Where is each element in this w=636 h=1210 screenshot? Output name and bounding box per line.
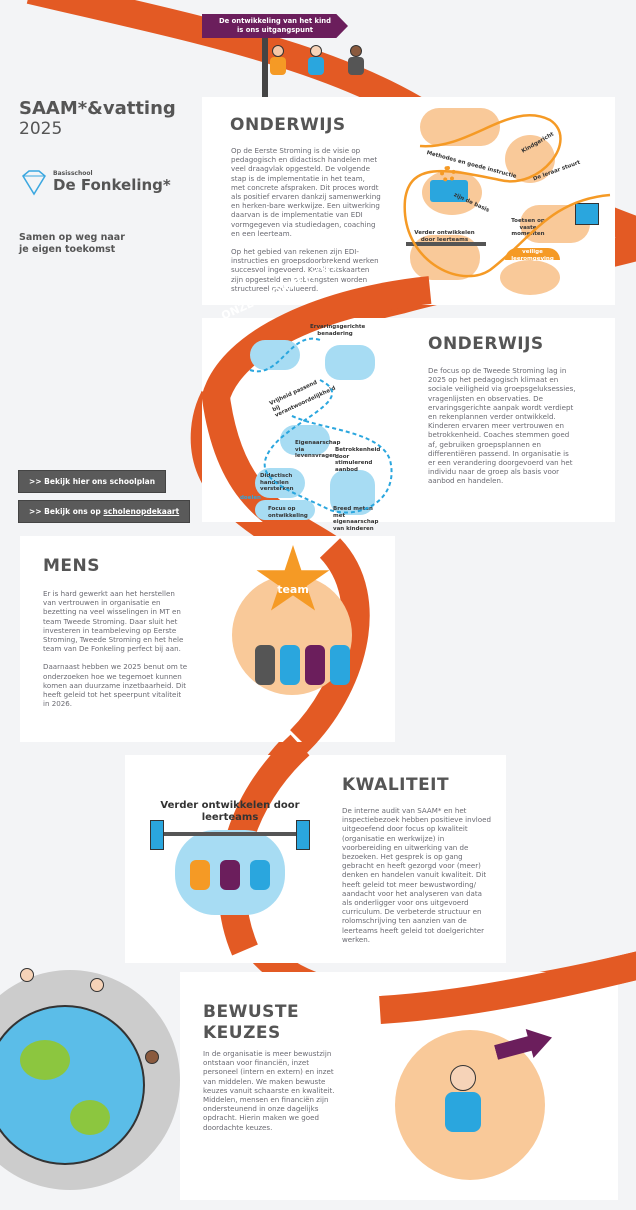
team-illustration: team <box>230 545 380 725</box>
section-title-line-2: KEUZES <box>203 1023 281 1043</box>
section-paragraph: De interne audit van SAAM* en het inspec… <box>342 806 491 944</box>
globe-illustration <box>0 968 180 1210</box>
label-focus: Focus op ontwikkeling <box>268 506 308 519</box>
section-paragraph: Er is hard gewerkt aan het herstellen va… <box>43 589 184 654</box>
calendar-icon <box>575 203 599 225</box>
keuzes-illustration <box>395 1020 565 1190</box>
section-title: ONDERWIJS <box>230 115 346 135</box>
sign-line-2: is ons uitgangspunt <box>236 26 314 34</box>
gear-icon <box>440 166 456 182</box>
logo-small-text: Basisschool <box>53 170 93 177</box>
section-paragraph: In de organisatie is meer bewustzijn ont… <box>203 1049 335 1132</box>
label-veilige: veilige leeromgeving <box>511 249 554 262</box>
sign-line-1: De ontwikkeling van het kind <box>218 17 332 25</box>
section-title: KWALITEIT <box>342 775 450 795</box>
label-doelen: doelen <box>240 495 261 501</box>
illustration-onderwijs-2: Ervaringsgerichte benadering Vrijheid pa… <box>230 320 400 532</box>
leerteams-illustration: Verder ontwikkelen door leerteams <box>150 790 310 930</box>
star-label: team <box>277 583 309 596</box>
label-leerteams: Verder ontwikkelen door leerteams <box>414 230 475 243</box>
page-year: 2025 <box>19 119 63 139</box>
tagline-line-1: Samen op weg naar <box>19 232 125 243</box>
diamond-icon <box>22 170 46 196</box>
label-betrokkenheid: Betrokkenheid door stimulerend aanbod <box>335 447 381 473</box>
section-paragraph: De focus op de Tweede Stroming lag in 20… <box>428 366 576 486</box>
label-ervaring: Ervaringsgerichte benadering <box>310 324 366 337</box>
illustration-onderwijs-1: Kindgericht Methodes en goede instructie… <box>400 100 615 300</box>
tagline-line-2: je eigen toekomst <box>19 244 116 255</box>
label-breed: Breed meten met eigenaarschap van kinder… <box>333 506 379 532</box>
book-gear-icon <box>430 180 468 202</box>
label-eigenaarschap: Eigenaarschap via levensvragen <box>295 440 341 459</box>
section-paragraph: Op de Eerste Stroming is de visie op ped… <box>231 146 381 238</box>
button-prefix: >> Bekijk ons op <box>29 507 104 516</box>
scholenopdekaart-link[interactable]: scholenopdekaart <box>103 507 180 516</box>
signpost-board: De ontwikkeling van het kind is ons uitg… <box>202 14 348 38</box>
label-toetsen: Toetsen op vaste momenten <box>511 218 545 237</box>
logo-name: De Fonkeling* <box>53 176 171 194</box>
section-title-line-1: BEWUSTE <box>203 1002 300 1022</box>
scholenopdekaart-button[interactable]: >> Bekijk ons op scholenopdekaart <box>18 500 191 523</box>
schoolplan-button[interactable]: >> Bekijk hier ons schoolplan <box>18 470 167 493</box>
page-title: SAAM*&vatting <box>19 98 176 119</box>
barbell-icon <box>150 832 310 836</box>
leerteams-banner: Verder ontwikkelen door leerteams <box>160 800 300 823</box>
signpost <box>262 38 268 100</box>
barbell-icon <box>406 242 486 246</box>
section-paragraph: Daarnaast hebben we 2025 benut om te ond… <box>43 662 188 709</box>
section-title: ONDERWIJS <box>428 334 544 354</box>
globe-icon <box>0 1005 145 1165</box>
school-logo: Basisschool De Fonkeling* <box>19 170 189 202</box>
section-title: MENS <box>43 556 101 576</box>
